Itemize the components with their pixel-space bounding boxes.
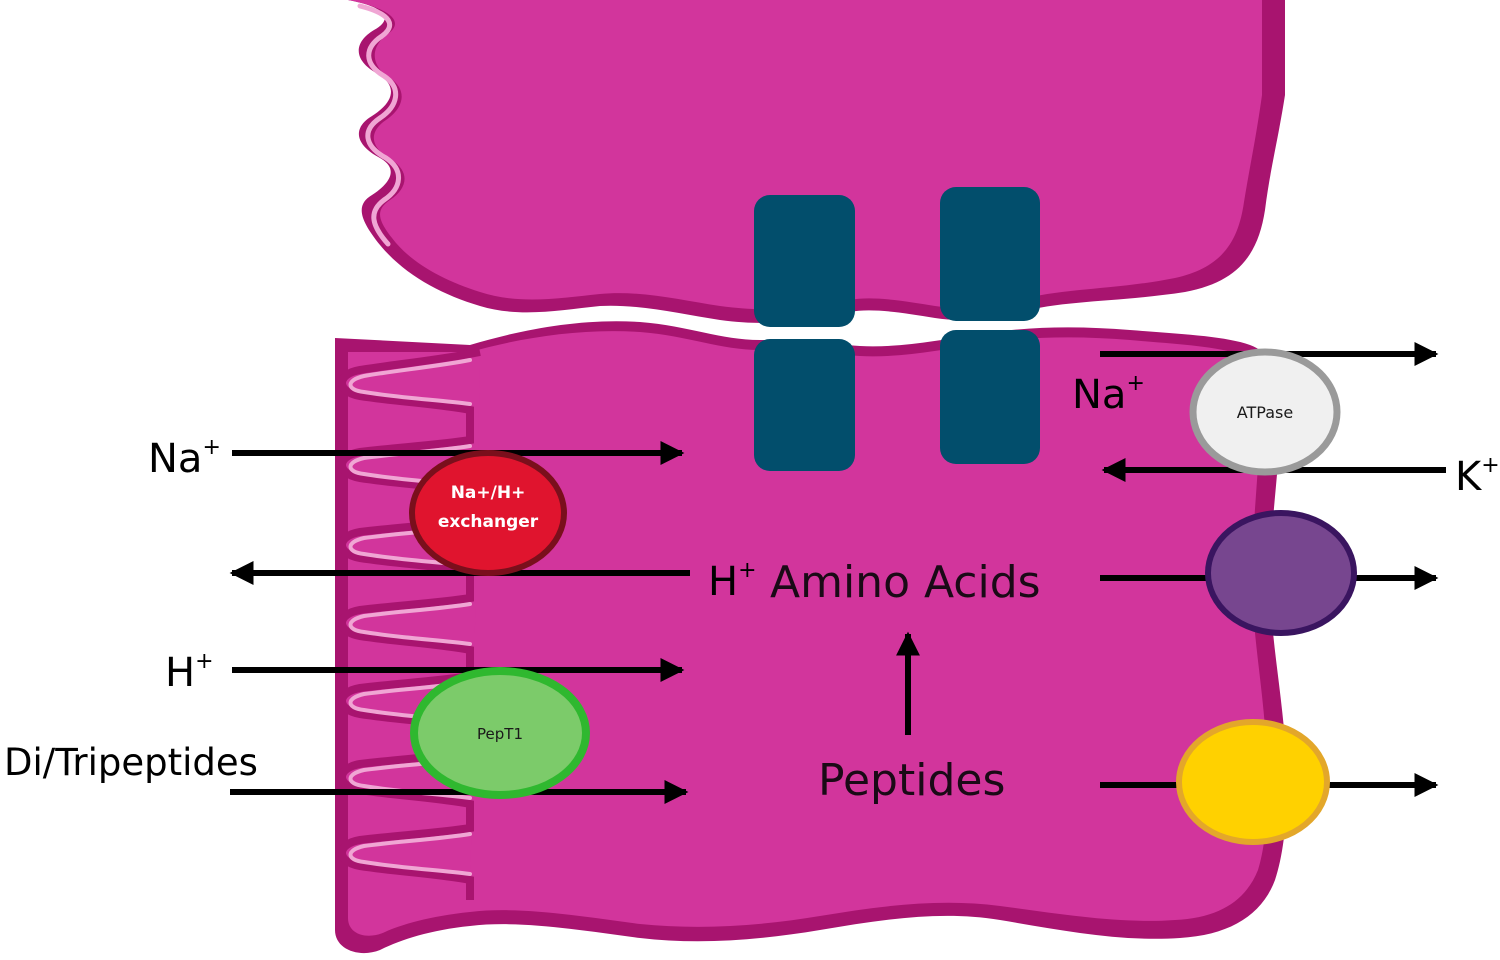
labels: Na+ H+ Di/Tripeptides H+ Amino Acids Pep… (4, 371, 1500, 806)
peptide-transporter (1176, 719, 1330, 845)
junction-block-upper-right (940, 187, 1040, 321)
atpase-pump (1189, 348, 1341, 476)
h-center-sup: + (738, 558, 756, 583)
pept1-label: PepT1 (477, 725, 523, 743)
h-left-text: H (165, 650, 195, 696)
exchanger-label-line2: exchanger (438, 512, 539, 532)
na-right-sup: + (1126, 371, 1144, 396)
junction-block-upper-left (754, 195, 855, 327)
di-tripeptides-label: Di/Tripeptides (4, 741, 258, 784)
atpase-label: ATPase (1237, 403, 1293, 422)
h-center-text: H (708, 559, 738, 605)
k-right-text: K (1455, 454, 1483, 500)
na-left-label: Na+ (148, 435, 221, 482)
amino-acids-label: Amino Acids (770, 557, 1041, 608)
h-left-sup: + (195, 649, 213, 674)
tight-junctions (754, 187, 1040, 471)
lower-cell (335, 321, 1287, 954)
junction-block-lower-right (940, 330, 1040, 464)
k-right-sup: + (1481, 453, 1499, 478)
upper-microvilli-membrane (357, 3, 401, 247)
junction-block-lower-left (754, 339, 855, 471)
h-center-label: H+ (708, 558, 757, 605)
pept1-transporter (410, 667, 590, 799)
exchanger-label-line1: Na+/H+ (451, 483, 526, 503)
lower-microvilli-highlight (348, 358, 472, 876)
na-left-sup: + (202, 435, 220, 460)
h-left-label: H+ (165, 649, 214, 696)
na-right-text: Na (1072, 372, 1126, 418)
peptides-label: Peptides (818, 755, 1005, 806)
amino-acid-transporter (1205, 510, 1357, 636)
na-h-exchanger (409, 450, 567, 576)
lower-cell-cytoplasm (348, 331, 1268, 936)
na-left-text: Na (148, 436, 202, 482)
k-right-label: K+ (1455, 453, 1500, 500)
na-right-label: Na+ (1072, 371, 1145, 418)
transporters: Na+/H+ exchanger PepT1 ATPase (409, 348, 1357, 845)
